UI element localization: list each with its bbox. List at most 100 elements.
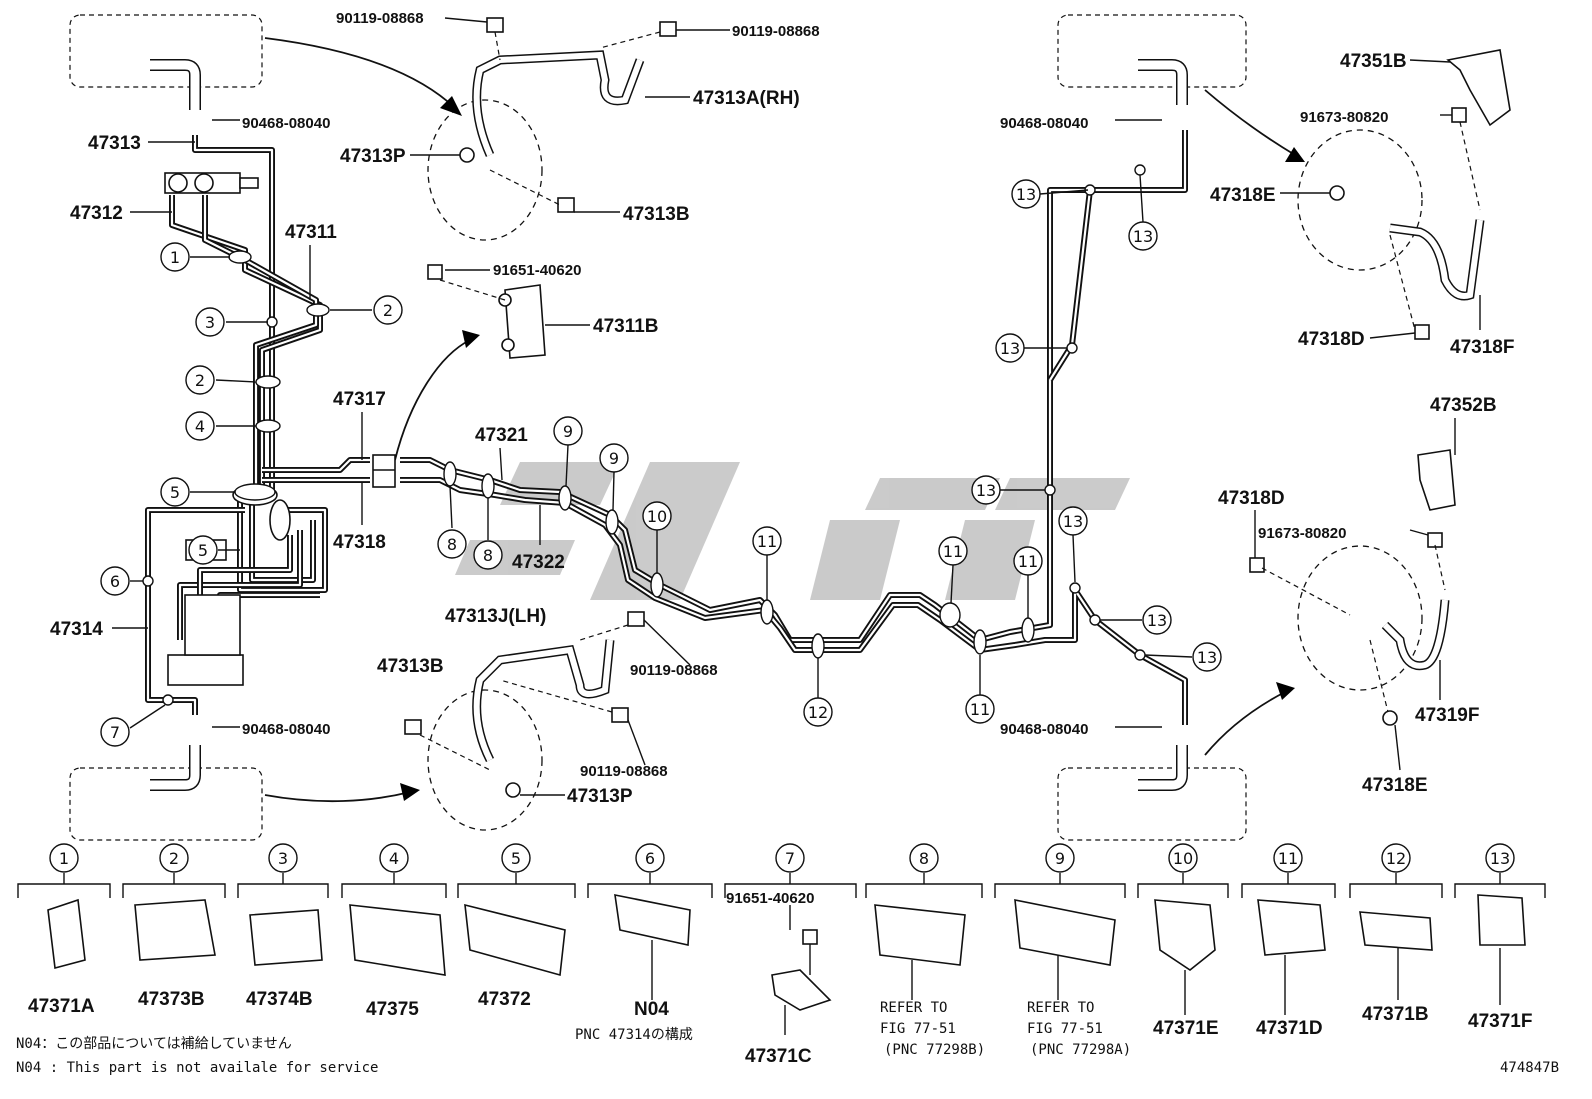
callout-11b: 11 [938,536,968,566]
clamp-7-shape [771,969,832,1011]
svg-text:11: 11 [943,542,963,561]
callout-11d: 11 [965,694,995,724]
watermark [455,462,1130,600]
callout-13b: 13 [1128,221,1158,251]
callout-13e: 13 [1058,506,1088,536]
svg-text:7: 7 [785,849,795,868]
svg-text:3: 3 [205,313,215,332]
legend-callout-5: 5 [501,843,531,873]
callout-12: 12 [803,697,833,727]
svg-text:8: 8 [919,849,929,868]
callout-6: 6 [100,566,130,596]
clamp-12-shape [1359,911,1433,951]
label-47319F: 47319F [1415,705,1479,726]
label-90119-a: 90119-08868 [336,10,424,27]
clamp-part-47374B: 47374B [246,989,313,1010]
pipe-clips [142,164,1146,706]
label-47322: 47322 [512,552,565,573]
callout-13g: 13 [1192,642,1222,672]
part-labels: 47313 47312 47311 47314 47317 47318 4732… [50,10,1514,807]
legend-callout-3: 3 [268,843,298,873]
detail-ellipse-rear-right [1297,545,1423,691]
label-47312: 47312 [70,203,123,224]
svg-text:1: 1 [170,248,180,267]
label-47352B: 47352B [1430,395,1497,416]
svg-text:7: 7 [110,723,120,742]
clamp-5-shape [464,903,566,977]
clamp-1-shape [47,898,86,970]
clamp-part-N04: N04 [634,999,669,1020]
svg-text:6: 6 [110,572,120,591]
label-47313B-top: 47313B [623,204,690,225]
callout-5b: 5 [188,535,218,565]
assembly-lines [419,31,1481,771]
arrows [264,37,1305,803]
label-47313P-top: 47313P [340,146,406,167]
svg-text:13: 13 [1490,849,1510,868]
detail-ellipse-front-right [1297,129,1423,271]
callout-7: 7 [100,717,130,747]
clamp-refer-8-line1: REFER TO [880,1000,947,1016]
callout-13a: 13 [1011,179,1041,209]
clamp-refer-8-line2: FIG 77-51 [880,1021,956,1037]
callout-2b: 2 [185,365,215,395]
legend-callout-6: 6 [635,843,665,873]
label-47321: 47321 [475,425,528,446]
label-47314: 47314 [50,619,103,640]
svg-text:8: 8 [447,535,457,554]
callout-13d: 13 [971,475,1001,505]
callout-3: 3 [195,307,225,337]
clamp-13-shape [1477,894,1526,946]
clamp-8-shape [874,904,966,966]
clamp-sub-pnc47314: PNC 47314の構成 [575,1027,693,1043]
clamp-part-47371F: 47371F [1468,1011,1532,1032]
svg-text:4: 4 [389,849,399,868]
legend-callout-9: 9 [1045,843,1075,873]
label-47313B-bot: 47313B [377,656,444,677]
clamp-part-47373B: 47373B [138,989,205,1010]
clamp-11-shape [1257,899,1326,956]
svg-text:13: 13 [1147,611,1167,630]
svg-text:10: 10 [1173,849,1193,868]
label-90468-a: 90468-08040 [242,115,330,132]
bolts [404,17,1467,798]
clamp-refer-9-line2: FIG 77-51 [1027,1021,1103,1037]
legend-callout-10: 10 [1168,843,1198,873]
label-47318D-bot: 47318D [1218,488,1285,509]
label-47313J: 47313J(LH) [445,606,546,627]
leader-lines [17,17,1546,898]
label-47317: 47317 [333,389,386,410]
clamp-refer-9-line1: REFER TO [1027,1000,1094,1016]
svg-text:11: 11 [1018,552,1038,571]
clamp-part-47371D: 47371D [1256,1018,1323,1039]
svg-text:9: 9 [563,422,573,441]
label-90119-c: 90119-08868 [630,662,718,679]
svg-text:13: 13 [1063,512,1083,531]
clamp-refer-9-line3: (PNC 77298A) [1030,1042,1131,1058]
proportioning-valve [164,172,259,194]
label-47318: 47318 [333,532,386,553]
label-91673-a: 91673-80820 [1300,109,1388,126]
legend-callout-12: 12 [1381,843,1411,873]
brackets [498,49,1511,511]
clamp-part-47371C: 47371C [745,1046,812,1067]
label-47313P-bot: 47313P [567,786,633,807]
clamp-part-47371B: 47371B [1362,1004,1429,1025]
svg-text:11: 11 [757,532,777,551]
clamp-part-47371E: 47371E [1153,1018,1219,1039]
figure-id: 474847B [1500,1060,1559,1076]
callout-8a: 8 [437,529,467,559]
svg-text:5: 5 [198,541,208,560]
clamp-bolt-91651: 91651-40620 [726,890,814,907]
svg-text:6: 6 [645,849,655,868]
clamp-illustrations [47,893,1526,1035]
label-90119-b: 90119-08868 [732,23,820,40]
svg-text:13: 13 [1133,227,1153,246]
svg-text:9: 9 [1055,849,1065,868]
callout-5a: 5 [160,477,190,507]
legend-callout-13: 13 [1485,843,1515,873]
clamp-3-shape [249,909,323,966]
callout-1: 1 [160,242,190,272]
svg-text:13: 13 [1016,185,1036,204]
svg-text:12: 12 [808,703,828,722]
